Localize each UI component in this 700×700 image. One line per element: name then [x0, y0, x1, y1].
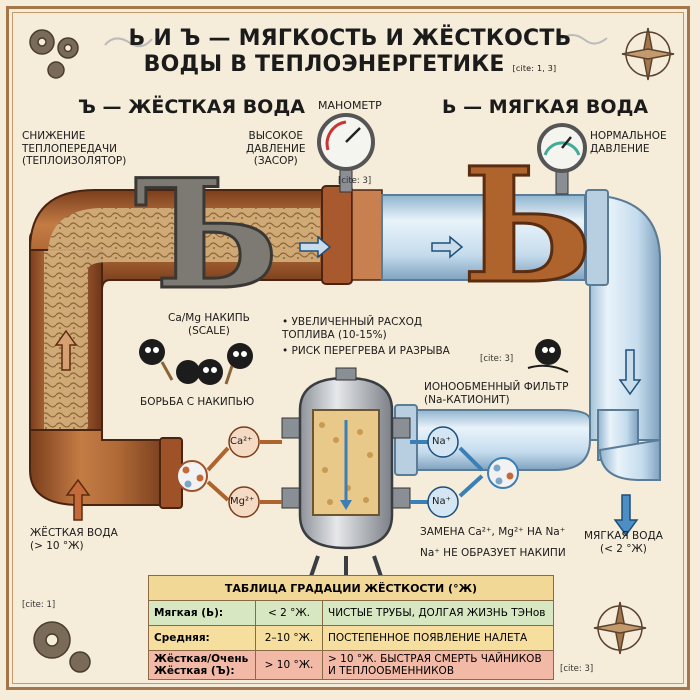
high-pressure-label: ВЫСОКОЕ ДАВЛЕНИЕ (ЗАСОР)	[246, 130, 306, 167]
flow-arrows	[54, 235, 642, 537]
ion-replace-label: ЗАМЕНА Ca²⁺, Mg²⁺ НА Na⁺	[420, 526, 566, 538]
effect-overheat: • РИСК ПЕРЕГРЕВА И РАЗРЫВА	[282, 345, 450, 357]
table-row: Средняя: 2–10 °Ж. ПОСТЕПЕННОЕ ПОЯВЛЕНИЕ …	[148, 625, 554, 651]
filter-label: ИОНООБМЕННЫЙ ФИЛЬТР (Na-КАТИОНИТ)	[424, 381, 569, 406]
table-cell-range: < 2 °Ж.	[255, 600, 323, 626]
fight-scale-label: БОРЬБА С НАКИПЬЮ	[140, 396, 255, 408]
table-cell-name: Жёсткая/Очень Жёсткая (Ъ):	[148, 650, 256, 680]
compass-icon	[593, 27, 675, 655]
scale-label: Ca/Mg НАКИПЬ (SCALE)	[168, 312, 250, 337]
ion-ca: Ca²⁺	[230, 436, 253, 447]
gear-icon	[29, 29, 91, 673]
outer-frame	[6, 6, 690, 690]
steam-icon	[104, 34, 608, 48]
ion-na-1: Na⁺	[432, 436, 451, 447]
ion-flow	[176, 426, 519, 518]
table-title: ТАБЛИЦА ГРАДАЦИИ ЖЁСТКОСТИ (°Ж)	[148, 575, 554, 601]
table-cell-desc: ЧИСТЫЕ ТРУБЫ, ДОЛГАЯ ЖИЗНЬ ТЭНов	[322, 600, 554, 626]
effects-list: • УВЕЛИЧЕННЫЙ РАСХОД ТОПЛИВА (10-15%) • …	[282, 316, 462, 358]
table-row: Мягкая (Ь): < 2 °Ж. ЧИСТЫЕ ТРУБЫ, ДОЛГАЯ…	[148, 600, 554, 626]
normal-pressure-label: НОРМАЛЬНОЕ ДАВЛЕНИЕ	[590, 130, 667, 155]
title-line-2: ВОДЫ В ТЕПЛОЭНЕРГЕТИКЕ	[143, 52, 505, 77]
inner-frame	[12, 12, 684, 684]
soft-water-heading: Ь — МЯГКАЯ ВОДА	[442, 96, 649, 118]
table-row: Жёсткая/Очень Жёсткая (Ъ): > 10 °Ж. > 10…	[148, 650, 554, 680]
table-cell-desc: > 10 °Ж. БЫСТРАЯ СМЕРТЬ ЧАЙНИКОВ И ТЕПЛО…	[322, 650, 554, 680]
manometer-label: МАНОМЕТР	[318, 99, 382, 112]
hard-water-pipe	[28, 185, 383, 509]
title-line-1: Ь И Ъ — МЯГКОСТЬ И ЖЁСТКОСТЬ	[128, 26, 572, 51]
title-cite: [cite: 1, 3]	[512, 64, 557, 73]
soft-outlet-label: МЯГКАЯ ВОДА (< 2 °Ж)	[584, 530, 663, 555]
table-cell-name: Средняя:	[148, 625, 256, 651]
table-cell-range: 2–10 °Ж.	[255, 625, 323, 651]
page-title: Ь И Ъ — МЯГКОСТЬ И ЖЁСТКОСТЬ ВОДЫ В ТЕПЛ…	[110, 26, 590, 82]
filter-tank-icon	[281, 367, 411, 592]
table-cite: [cite: 3]	[560, 664, 594, 674]
manometer-icon	[537, 123, 587, 195]
soft-sign-letter: Ь	[460, 134, 593, 319]
scale-monster-icon	[139, 339, 569, 385]
effect-fuel: • УВЕЛИЧЕННЫЙ РАСХОД ТОПЛИВА (10-15%)	[282, 316, 423, 341]
hard-sign-letter: Ъ	[133, 147, 279, 323]
table-cell-desc: ПОСТЕПЕННОЕ ПОЯВЛЕНИЕ НАЛЕТА	[322, 625, 554, 651]
hard-inlet-label: ЖЁСТКАЯ ВОДА (> 10 °Ж)	[30, 527, 118, 552]
pressure-cite: [cite: 3]	[338, 176, 372, 186]
soft-cite: [cite: 3]	[480, 354, 514, 364]
heat-transfer-label: СНИЖЕНИЕ ТЕПЛОПЕРЕДАЧИ (ТЕПЛОИЗОЛЯТОР)	[22, 130, 127, 167]
hard-water-heading: Ъ — ЖЁСТКАЯ ВОДА	[78, 96, 305, 118]
table-cell-name: Мягкая (Ь):	[148, 600, 256, 626]
no-scale-label: Na⁺ НЕ ОБРАЗУЕТ НАКИПИ	[420, 547, 566, 559]
manometer-icon	[317, 113, 375, 193]
ion-mg: Mg²⁺	[230, 496, 255, 507]
table-cell-range: > 10 °Ж.	[255, 650, 323, 680]
inlet-cite: [cite: 1]	[22, 600, 56, 610]
hardness-table: ТАБЛИЦА ГРАДАЦИИ ЖЁСТКОСТИ (°Ж) Мягкая (…	[148, 575, 554, 680]
ion-na-2: Na⁺	[432, 496, 451, 507]
